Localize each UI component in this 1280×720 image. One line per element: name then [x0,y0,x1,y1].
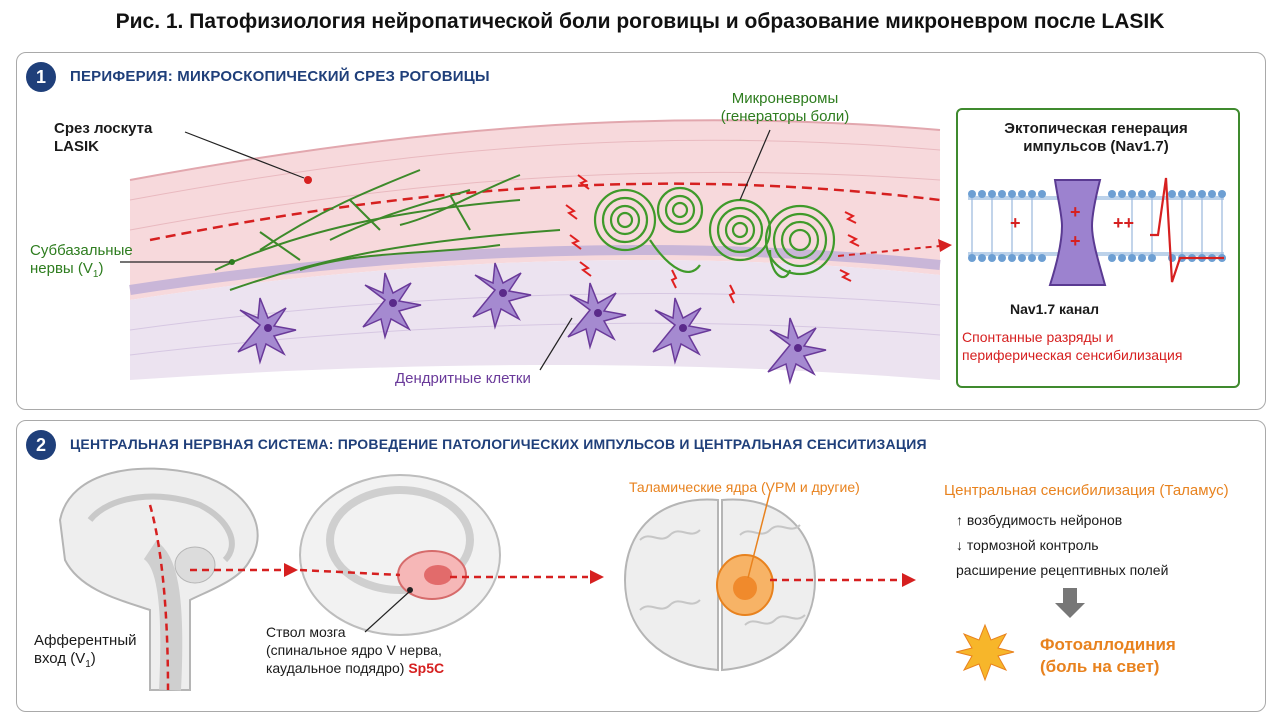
spontaneous-line1: Спонтанные разряды и [962,329,1114,345]
afferent-text: вход (V [34,650,86,667]
panel1-title: ПЕРИФЕРИЯ: МИКРОСКОПИЧЕСКИЙ СРЕЗ РОГОВИЦ… [70,68,490,85]
brainstem-line2: (спинальное ядро V нерва, [266,642,442,658]
brainstem-line3: каудальное подядро) Sp5C [266,659,444,677]
coronal-brain-left [623,498,719,672]
inset-title-line1: Эктопическая генерация [1004,120,1188,137]
afferent-subscript: 1 [85,659,91,670]
pain-spark-icons [565,174,860,304]
photoallodynia-sun-icon [955,623,1015,682]
brainstem-sagittal [143,540,183,691]
subbasal-text: нервы (V [30,260,93,277]
panel-number-1: 1 [26,62,56,92]
microneuroma-line1: Микроневромы [731,90,839,107]
label-nav17-channel: Nav1.7 канал [1010,301,1099,317]
central-item-inhibition: ↓ тормозной контроль [956,537,1099,553]
label-microneuromas: Микроневромы (генераторы боли) [700,90,870,126]
bowman-layer [129,245,941,295]
central-item-receptive-fields: расширение рецептивных полей [956,562,1169,578]
label-afferent-input: Афферентный вход (V1) [34,632,136,674]
photoallodynia-line1: Фотоаллодиния [1040,635,1176,654]
afferent-path-dashed [148,504,170,691]
lasik-flap-line1: Срез лоскута [54,120,153,137]
subbasal-line1: Суббазальные [30,242,133,259]
subbasal-line2: нервы (V1) [30,260,133,284]
afferent-line2: вход (V1) [34,650,136,674]
inset-title: Эктопическая генерация импульсов (Nav1.7… [956,120,1236,156]
inset-title-line2: импульсов (Nav1.7) [1023,138,1169,155]
subbasal-nerves [214,169,561,291]
afferent-close: ) [90,650,96,667]
channel-plus-1: + [1070,202,1081,222]
label-thalamic-nuclei: Таламические ядра (VPM и другие) [629,479,860,495]
panel2-title: ЦЕНТРАЛЬНАЯ НЕРВНАЯ СИСТЕМА: ПРОВЕДЕНИЕ … [70,436,927,452]
central-sensitization-list: ↑ возбудимость нейронов ↓ тормозной конт… [956,508,1168,583]
lipid-heads-top [968,190,1226,262]
label-brainstem: Ствол мозга (спинальное ядро V нерва, ка… [266,623,444,677]
cerebellum-sagittal [174,546,216,584]
label-photoallodynia: Фотоаллодиния (боль на свет) [1040,634,1176,678]
spontaneous-line2: периферическая сенсибилизация [962,347,1183,363]
central-item-excitability: ↑ возбудимость нейронов [956,512,1123,528]
afferent-line1: Афферентный [34,632,137,649]
brainstem-sp5c: Sp5C [408,660,445,676]
subbasal-subscript: 1 [92,269,99,280]
label-central-sensitization-title: Центральная сенсибилизация (Таламус) [944,482,1229,499]
brainstem-line1: Ствол мозга [266,624,346,640]
panel-number-2: 2 [26,430,56,460]
membrane-plus-double: ++ [1113,213,1135,233]
ectopic-generation-inset [956,108,1240,388]
label-spontaneous-discharges: Спонтанные разряды и периферическая сенс… [962,328,1182,364]
label-subbasal-nerves: Суббазальные нервы (V1) [30,242,133,284]
photoallodynia-line2: (боль на свет) [1040,657,1160,676]
membrane-plus: + [1010,213,1021,233]
channel-plus-2: + [1070,231,1081,251]
microneuroma-line2: (генераторы боли) [720,108,850,125]
figure-title: Рис. 1. Патофизиология нейропатической б… [115,10,1165,33]
nav17-channel-shape [1048,179,1107,286]
brainstem-line3-text: каудальное подядро) [266,660,409,676]
lasik-flap-line2: LASIK [54,138,99,155]
label-dendritic-cells: Дендритные клетки [395,370,531,387]
subbasal-close: ) [98,260,104,277]
label-lasik-flap: Срез лоскута LASIK [54,120,152,156]
cornea-stroma-layer [130,260,940,380]
result-down-arrow [1055,588,1085,618]
action-potential-spike [1150,177,1224,283]
flap-pointer-dot [304,176,312,184]
